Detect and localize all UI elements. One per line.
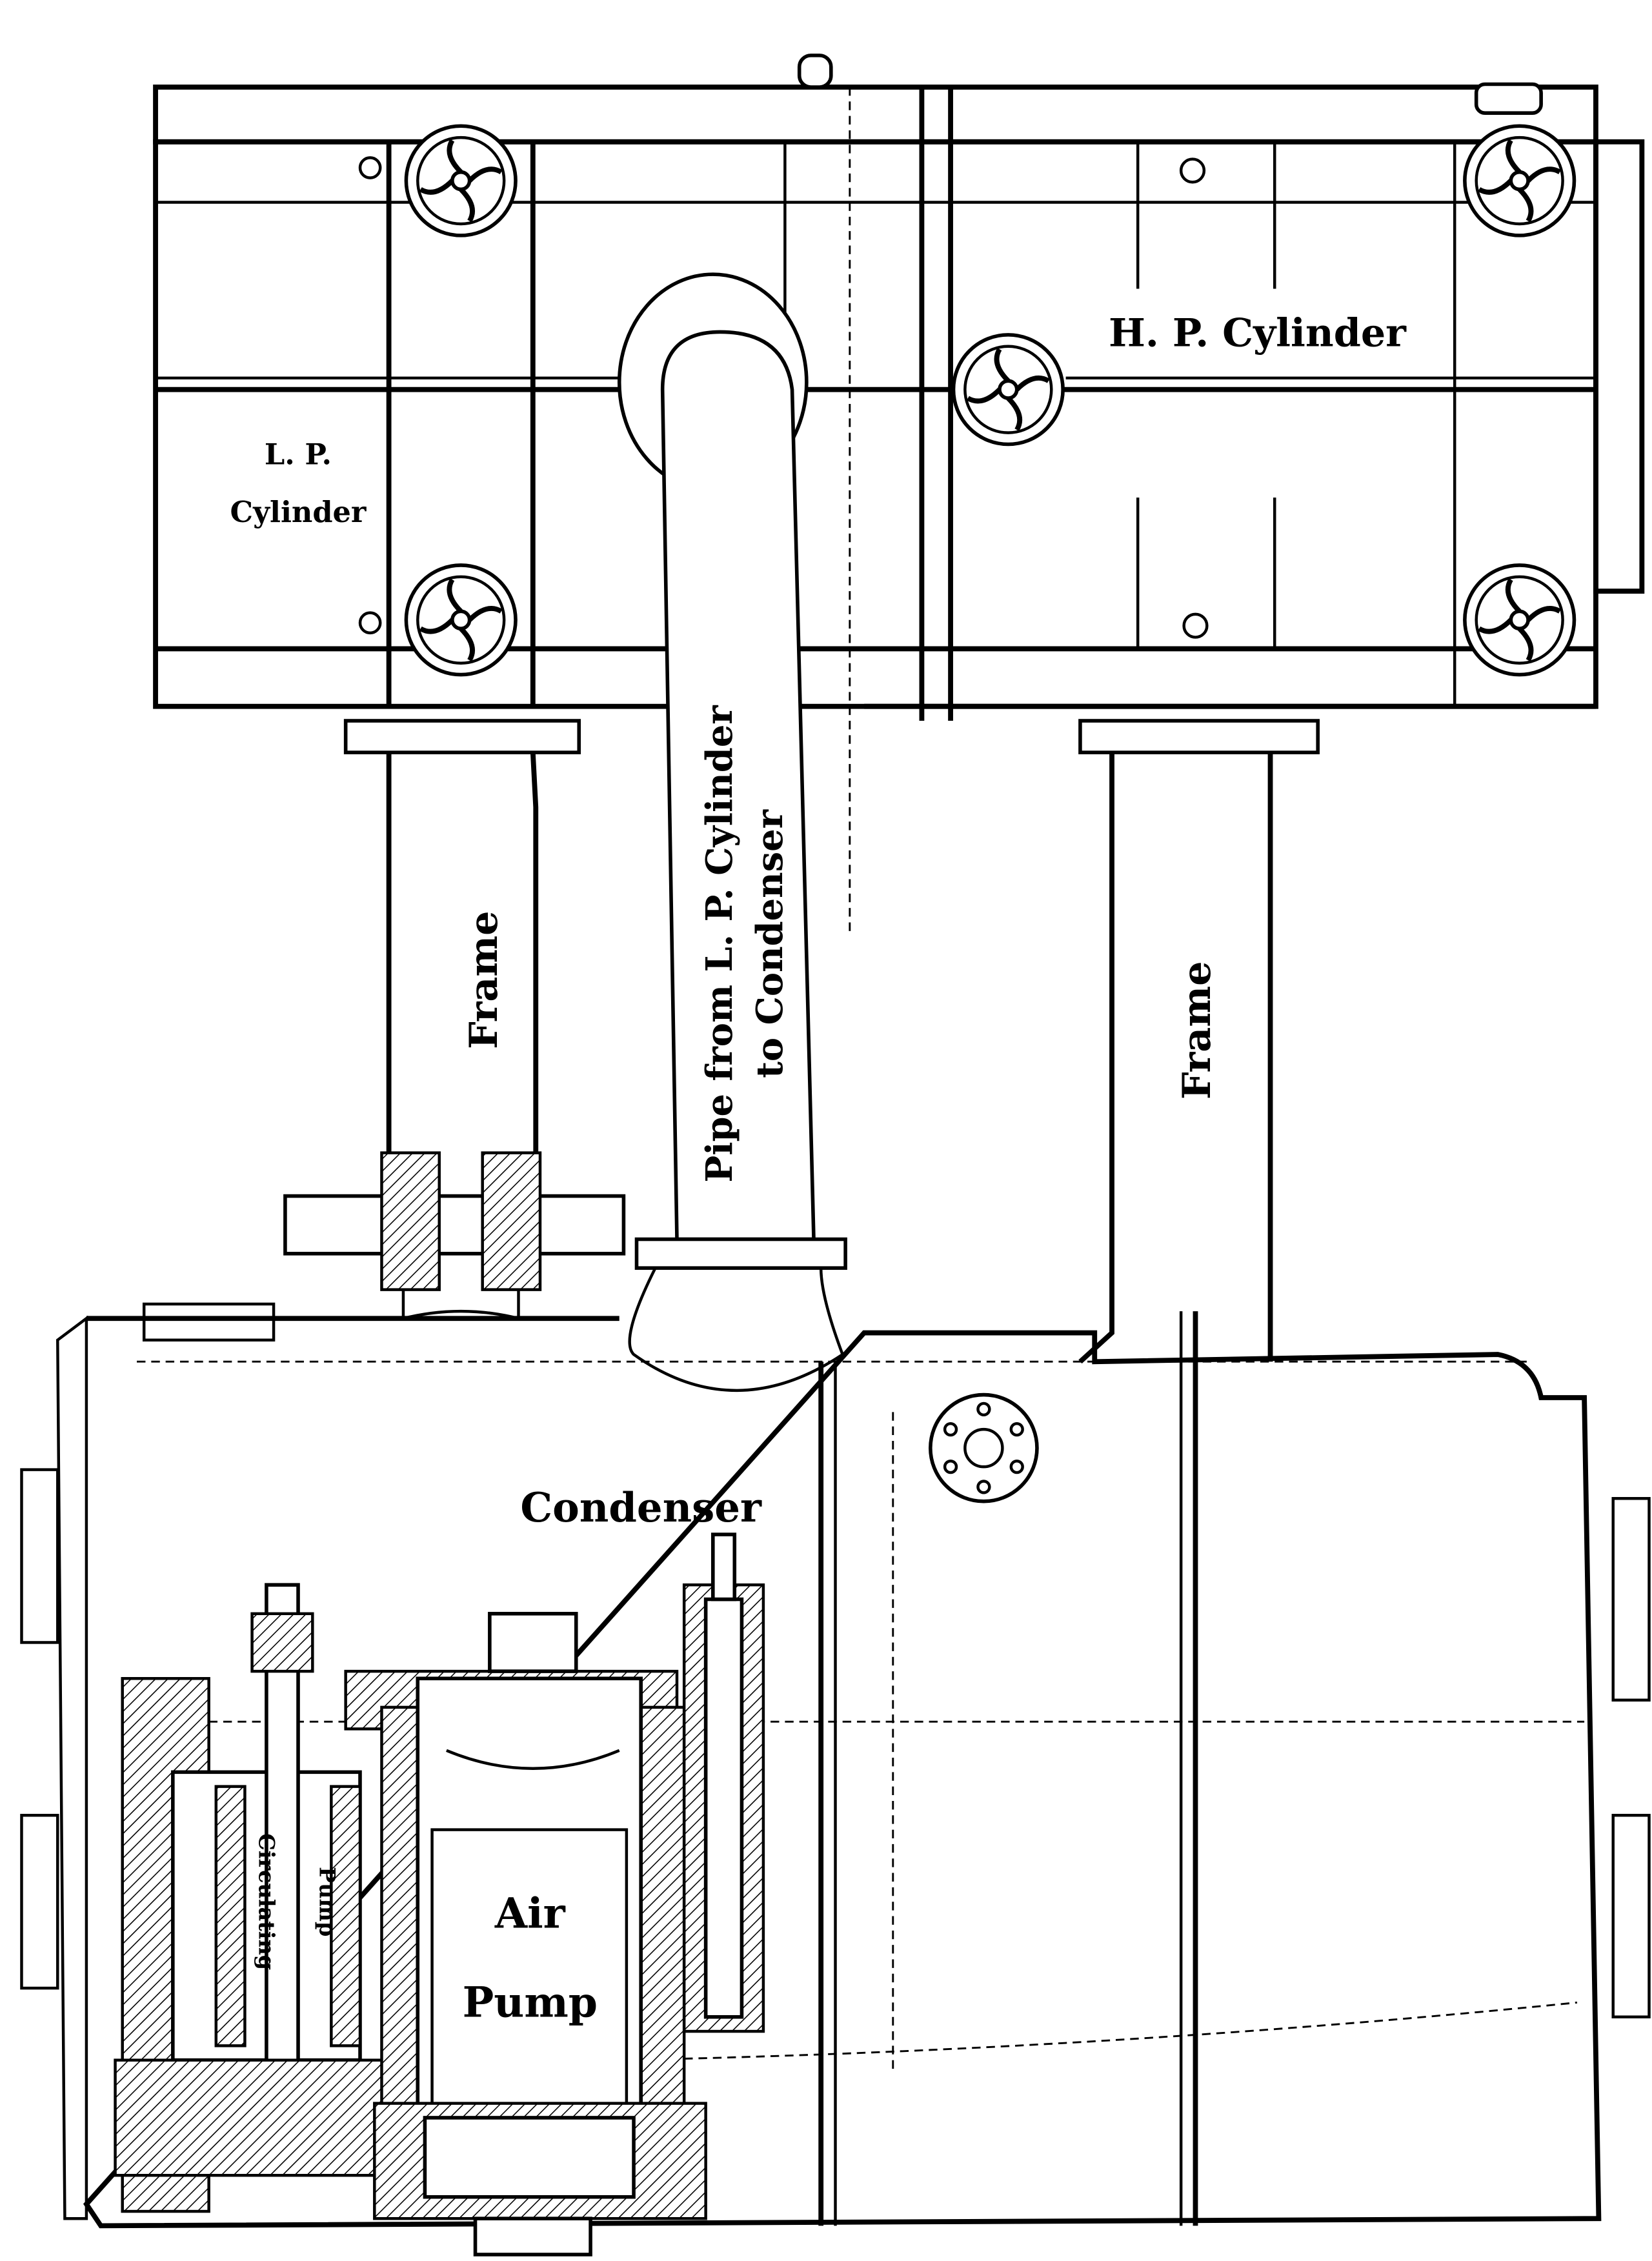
- frames: Frame Frame: [283, 719, 1320, 2226]
- air-pump: Air Pump: [344, 1612, 707, 2256]
- pipe-label: to Condenser: [749, 809, 791, 1078]
- lp-cylinder-label: L. P.: [265, 437, 332, 472]
- valve-wheel-icon: [406, 565, 516, 675]
- air-pump-label: Air: [494, 1889, 566, 1938]
- hp-cylinder-label: H. P. Cylinder: [1109, 310, 1407, 356]
- frame-right-label: Frame: [1174, 961, 1220, 1100]
- valve-wheel-icon: [1465, 565, 1575, 675]
- circulating-pump: Circulating Pump: [114, 1583, 405, 2213]
- valve-wheel-icon: [1465, 126, 1575, 236]
- circulating-pump-label: Circulating: [254, 1833, 279, 1970]
- valve-wheel-icon: [406, 126, 516, 236]
- feed-pump: [682, 1532, 765, 2033]
- valve-wheel-icon: [954, 335, 1063, 445]
- frame-left-label: Frame: [461, 910, 507, 1049]
- air-pump-label: Pump: [463, 1978, 598, 2027]
- circulating-pump-label: Pump: [314, 1867, 339, 1936]
- pipe-label: Pipe from L. P. Cylinder: [699, 705, 741, 1183]
- condenser-label: Condenser: [520, 1483, 762, 1531]
- cylinder-block: H. P. Cylinder L. P. Cylinder: [153, 54, 1645, 937]
- exhaust-pipe: Pipe from L. P. Cylinder to Condenser: [617, 272, 847, 1392]
- lp-cylinder-label: Cylinder: [230, 495, 367, 529]
